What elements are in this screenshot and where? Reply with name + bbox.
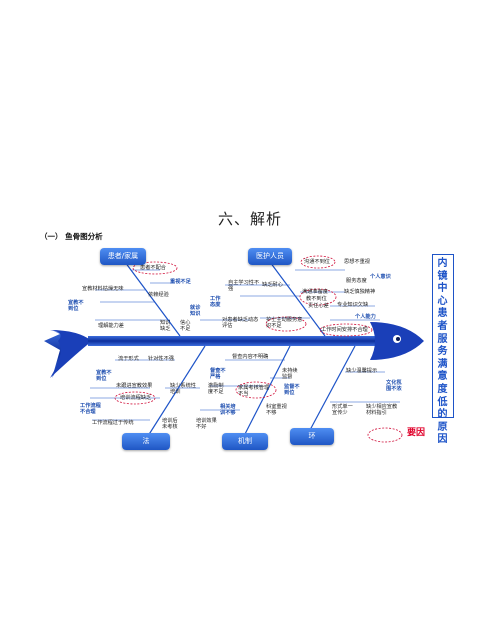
cause-label: 工作流程不合理 xyxy=(80,403,101,416)
cause-label: 重视不足 xyxy=(170,279,191,285)
cause-label: 缺少系统性培训 xyxy=(170,383,196,396)
cause-label: 缺少温馨提示 xyxy=(346,368,378,374)
cause-label: 专业知识欠缺 xyxy=(337,302,369,308)
cause-label: 宣教不到位 xyxy=(96,370,112,383)
cause-label: 培训流程缺乏 xyxy=(120,395,152,401)
cause-label: 培训效果不好 xyxy=(196,418,217,431)
cause-label: 对患者缺乏动态评估 xyxy=(222,317,259,330)
legend-key-cause-label: 要因 xyxy=(407,428,426,438)
cause-label: 监督不到位 xyxy=(284,384,300,397)
cause-label: 护士主动服务意识不足 xyxy=(266,317,303,330)
fish-tail-fin xyxy=(50,330,92,378)
cause-label: 自主学习性不强 xyxy=(228,280,260,293)
cause-label: 科室重视不够 xyxy=(266,404,287,417)
cause-label: 个人能力 xyxy=(355,314,376,320)
cause-label: 教不到位 xyxy=(306,296,327,302)
category-mechanism: 机制 xyxy=(222,433,268,450)
cause-label: 服务态度 xyxy=(346,278,367,284)
cause-label: 督查内容不明确 xyxy=(232,354,269,360)
cause-label: 缺少相应宣教材料指引 xyxy=(366,404,398,417)
legend-oval xyxy=(367,427,403,443)
cause-label: 督查不严格 xyxy=(210,368,226,381)
key-cause-oval xyxy=(319,323,373,337)
cause-label: 工作态度 xyxy=(210,296,221,309)
key-cause-oval xyxy=(114,391,156,405)
cause-label: 缺乏慎独精神 xyxy=(344,289,376,295)
category-patient: 患者/家属 xyxy=(100,248,146,265)
key-cause-oval xyxy=(235,381,277,399)
cause-label: 缺乏耐心 xyxy=(262,282,283,288)
section-subtitle: （一） 鱼骨图分析 xyxy=(40,232,103,241)
bone-staff xyxy=(269,261,326,337)
bone-method xyxy=(147,345,206,437)
cause-label: 激励制度不足 xyxy=(208,383,224,396)
bone-mechanism xyxy=(243,345,291,437)
cause-label: 责任心差 xyxy=(308,303,329,309)
cause-label: 针对性不强 xyxy=(148,356,174,362)
cause-label: 文化氛围不浓 xyxy=(386,380,402,393)
cause-label: 家属考核管理不当 xyxy=(238,385,270,398)
page-title: 六、解析 xyxy=(217,210,282,228)
effect-label: 内镜中心患者服务满意度低的原因 xyxy=(437,258,448,446)
key-cause-oval xyxy=(265,316,307,332)
cause-label: 未持续监督 xyxy=(282,368,298,381)
cause-label: 依赖经验 xyxy=(148,292,169,298)
cause-label: 个人意识 xyxy=(370,274,391,280)
cause-label: 培训后未考核 xyxy=(162,418,178,431)
bone-patient xyxy=(124,261,181,337)
cause-label: 就诊知识 xyxy=(190,305,201,318)
cause-label: 思想不重视 xyxy=(344,259,370,265)
key-cause-oval xyxy=(299,288,337,306)
cause-label: 满通准备度 xyxy=(302,289,328,295)
cause-label: 形式单一宣传少 xyxy=(332,404,353,417)
cause-label: 工作流程过于传统 xyxy=(92,420,134,426)
key-cause-oval xyxy=(300,255,336,269)
category-staff: 医护人员 xyxy=(248,248,292,265)
cause-label: 沟通不到位 xyxy=(304,259,330,265)
cause-label: 宣教材料枯燥无味 xyxy=(82,286,124,292)
cause-label: 工作时间安排不合理 xyxy=(321,327,368,333)
category-environment: 环 xyxy=(290,428,334,445)
bone-environment xyxy=(309,345,356,431)
cause-label: 信心不足 xyxy=(180,320,191,333)
cause-label: 知识缺乏 xyxy=(160,320,171,333)
fish-spine xyxy=(88,336,378,346)
cause-label: 相关培训不够 xyxy=(220,404,236,417)
cause-label: 流于形式 xyxy=(118,356,139,362)
cause-label: 未跟进宣教效果 xyxy=(116,383,153,389)
cause-label: 患者不配合 xyxy=(140,265,166,271)
category-method: 法 xyxy=(122,433,170,450)
key-cause-oval xyxy=(132,261,178,275)
cause-label: 理解能力差 xyxy=(98,323,124,329)
cause-label: 宣教不到位 xyxy=(68,300,84,313)
effect-box xyxy=(432,254,454,418)
